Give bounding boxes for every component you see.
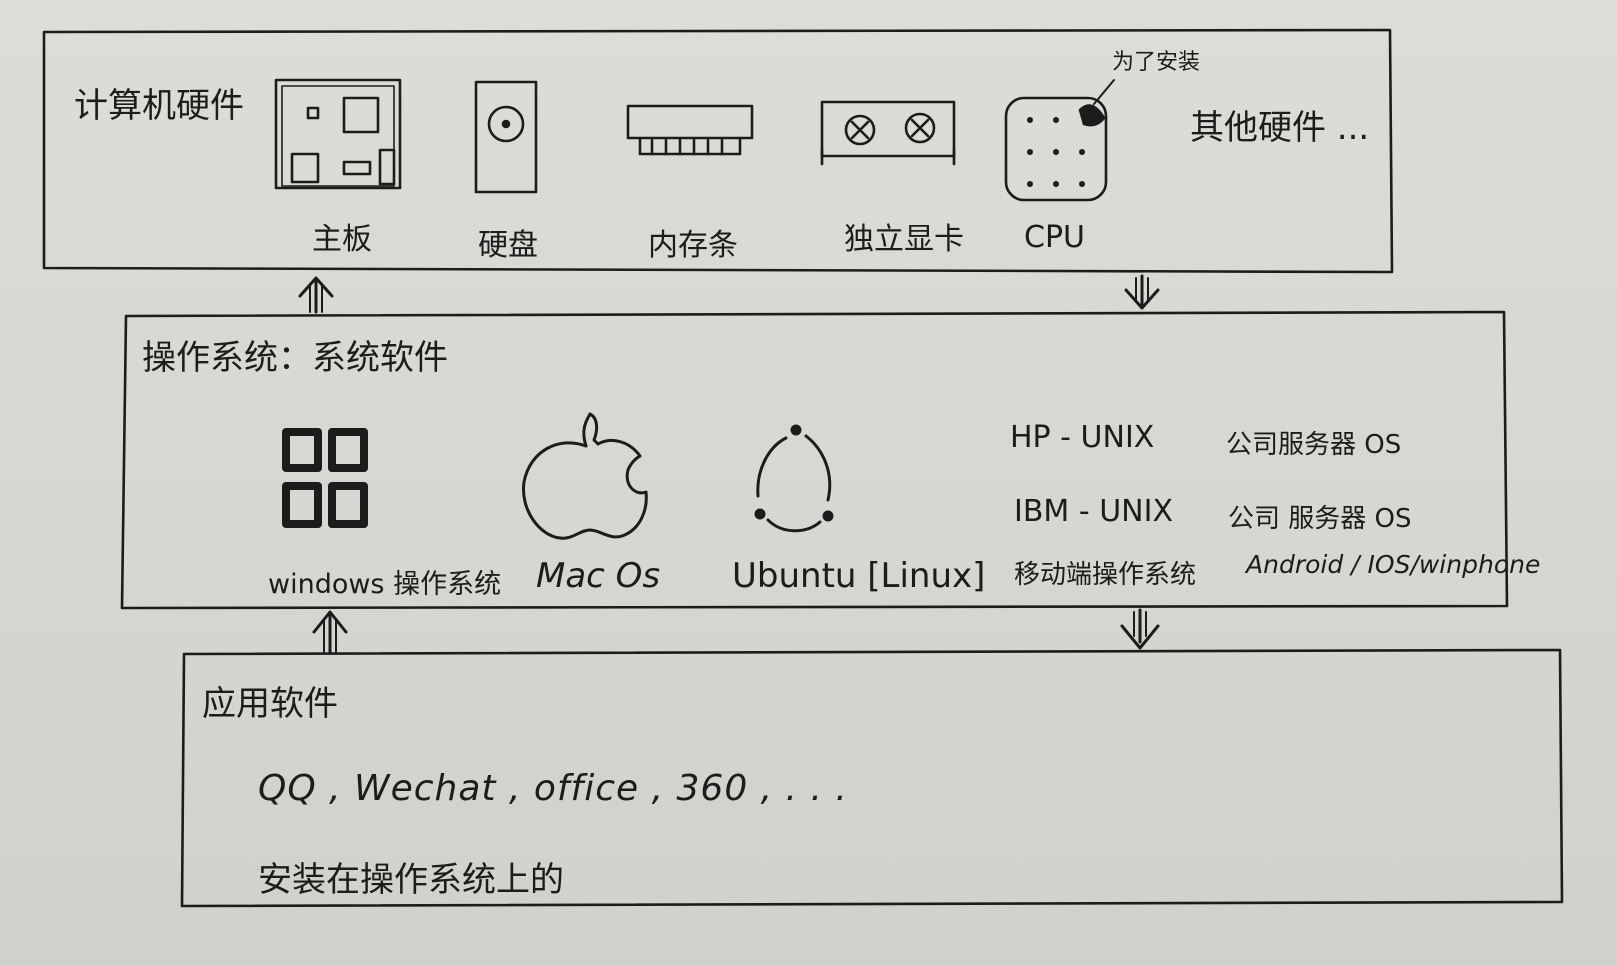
arrow-down-icon xyxy=(1124,274,1160,310)
motherboard-label: 主板 xyxy=(312,222,372,257)
apps-frame xyxy=(180,648,1564,908)
hp-unix-desc: 公司服务器 OS xyxy=(1226,430,1402,460)
hardware-frame xyxy=(42,28,1394,274)
graphics-card-icon xyxy=(820,100,956,166)
hard-disk-label: 硬盘 xyxy=(478,228,538,263)
hard-disk-icon xyxy=(474,80,538,194)
cpu-icon xyxy=(1004,79,1115,202)
cpu-note: 为了安装 xyxy=(1112,50,1201,75)
motherboard-icon xyxy=(274,78,402,190)
memory-stick-icon xyxy=(626,104,754,156)
cpu-label: CPU xyxy=(1024,220,1085,255)
arrow-up-icon xyxy=(298,276,334,314)
graphics-card-label: 独立显卡 xyxy=(844,222,964,257)
windows-label: windows 操作系统 xyxy=(268,569,502,600)
ibm-unix-desc: 公司 服务器 OS xyxy=(1228,504,1412,534)
os-title: 操作系统：系统软件 xyxy=(142,338,448,378)
hp-unix-label: HP - UNIX xyxy=(1010,420,1155,455)
os-frame xyxy=(120,310,1509,610)
apple-logo-icon xyxy=(521,412,648,540)
arrow-down-icon xyxy=(1120,608,1160,650)
ibm-unix-label: IBM - UNIX xyxy=(1014,494,1174,529)
arrow-up-icon xyxy=(312,610,348,654)
memory-stick-label: 内存条 xyxy=(648,228,738,263)
mobile-os-label: 移动端操作系统 xyxy=(1014,560,1197,590)
apps-list: QQ , Wechat , office , 360 , . . . xyxy=(258,768,848,809)
ubuntu-label: Ubuntu [Linux] xyxy=(732,556,986,596)
windows-logo-icon xyxy=(282,428,368,528)
mobile-os-value: Android / IOS/winphone xyxy=(1246,550,1541,579)
other-hardware-label: 其他硬件 ... xyxy=(1190,108,1370,148)
hardware-title: 计算机硬件 xyxy=(74,86,244,126)
ubuntu-logo-icon xyxy=(754,424,834,533)
apps-title: 应用软件 xyxy=(202,684,338,724)
macos-label: Mac Os xyxy=(536,556,661,596)
apps-note: 安装在操作系统上的 xyxy=(258,860,564,900)
